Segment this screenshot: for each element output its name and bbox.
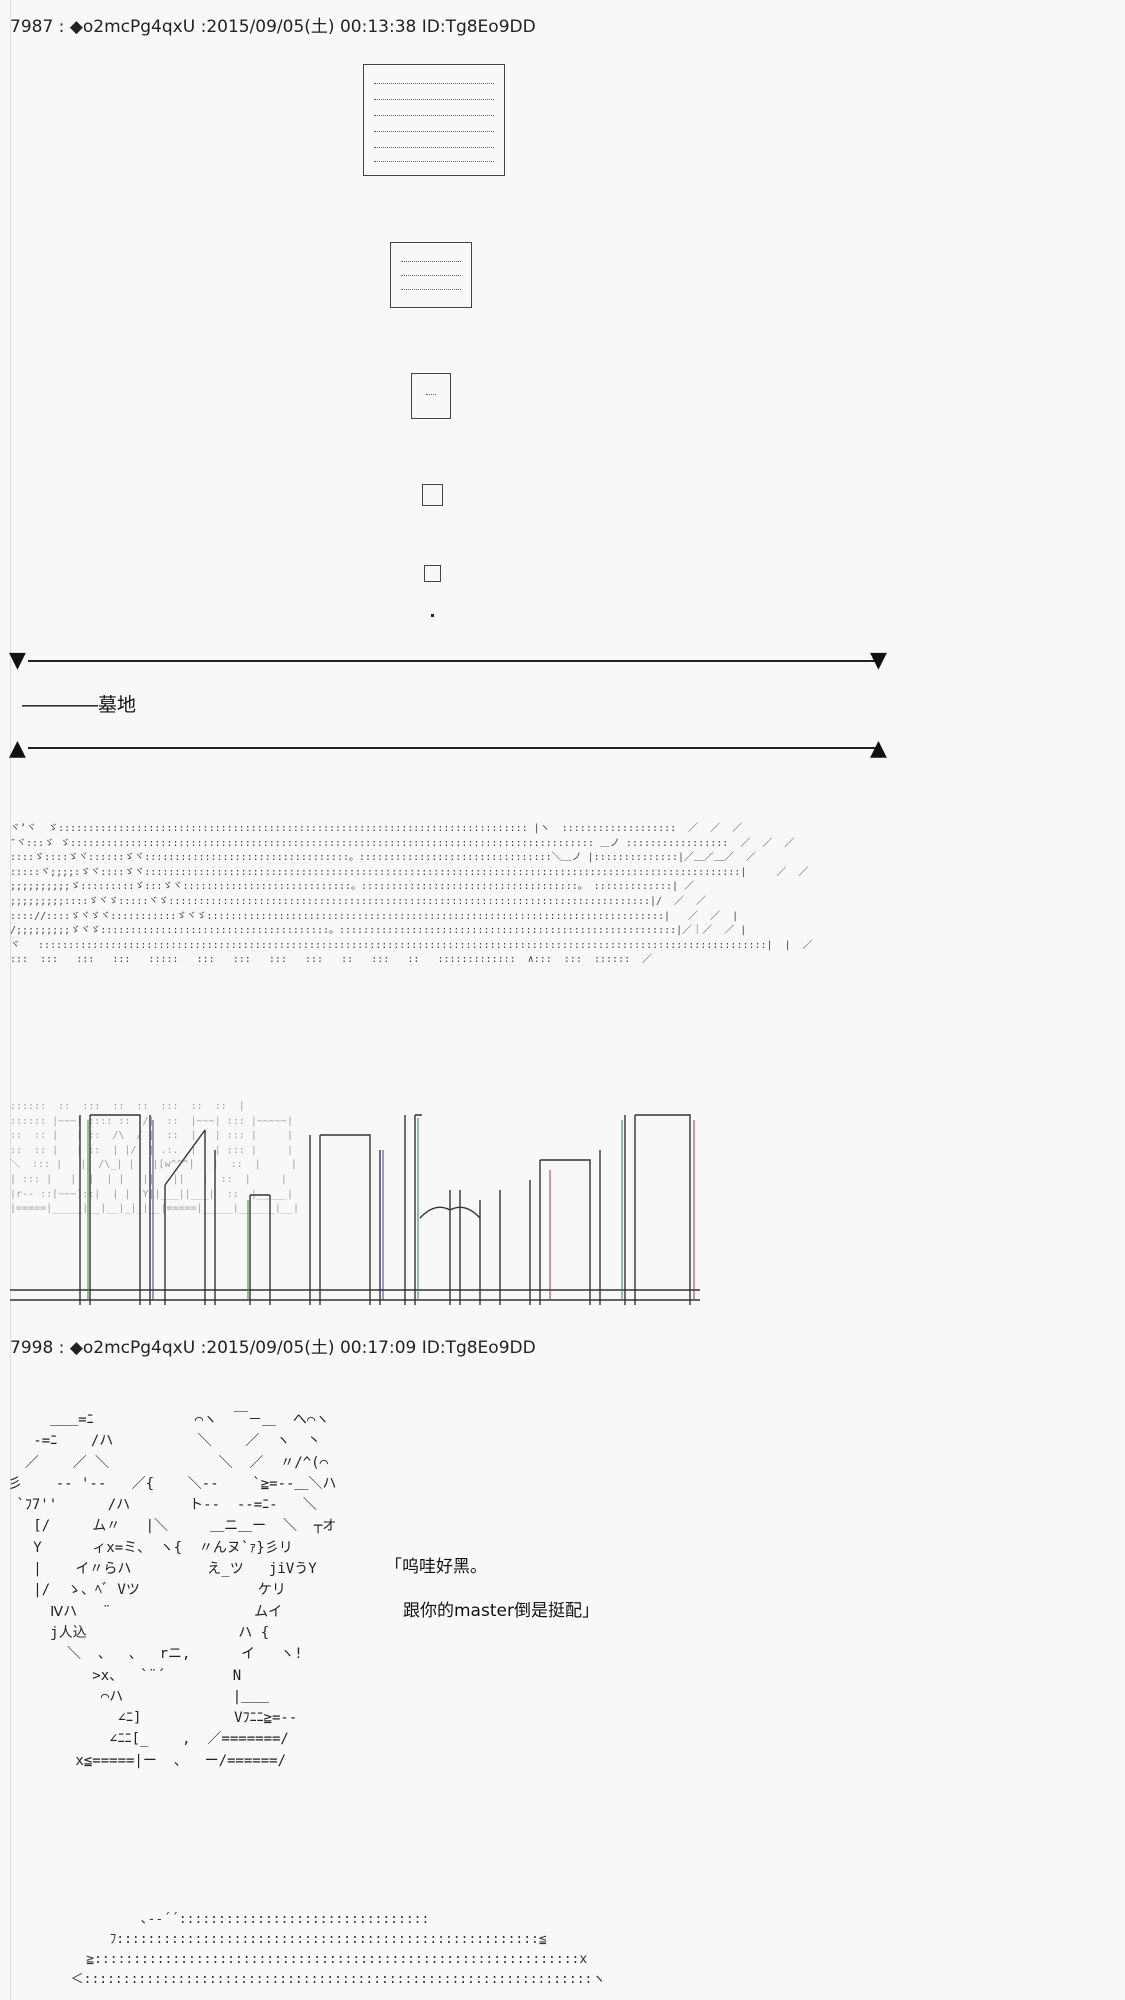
lower-ascii-art: ､‐‐´´:::::::::::::::::::::::::::::::: ﾌ:… <box>70 1912 606 1987</box>
separator: : <box>53 17 70 37</box>
dialogue-line-1: 「呜哇好黑。 <box>385 1557 487 1577</box>
city-skyline-art <box>10 1114 700 1305</box>
post-number: 7998 <box>10 1338 54 1358</box>
down-triangle-right-icon: ▼ <box>870 648 887 673</box>
small-frame-box <box>411 373 451 419</box>
dialogue-line-2: 跟你的master倒是挺配」 <box>403 1601 599 1621</box>
medium-frame-box <box>390 242 472 308</box>
poster-id[interactable]: ID:Tg8Eo9DD <box>421 1338 536 1358</box>
divider-bottom-line <box>28 747 876 749</box>
post-number: 7987 <box>10 17 54 37</box>
up-triangle-left-icon: ▲ <box>9 736 26 761</box>
post-date: 2015/09/05(土) <box>206 17 335 37</box>
large-frame-box <box>363 64 505 176</box>
post-date: 2015/09/05(土) <box>206 1338 335 1358</box>
post-header: 7998 : ◆o2mcPg4qxU :2015/09/05(土) 00:17:… <box>10 1338 536 1358</box>
post-time: 00:13:38 <box>339 17 417 37</box>
scene-title: ――――墓地 <box>22 694 137 716</box>
night-sky-art: ヾ’ヾ ゞ:::::::::::::::::::::::::::::::::::… <box>10 823 813 966</box>
post-header: 7987 : ◆o2mcPg4qxU :2015/09/05(土) 00:13:… <box>10 17 536 37</box>
tiniest-frame-box <box>424 565 441 582</box>
building-texture-art: :::::: :: ::: :: :: ::: :: :: | :::::: |… <box>10 1101 299 1215</box>
separator: : <box>53 1338 70 1358</box>
down-triangle-left-icon: ▼ <box>9 648 26 673</box>
character-ascii-art: ＿＿=ﾆ ⌒ヽ ￣－＿ へ⌒ヽ -=ﾆ /ハ ＼ ／ ヽ 丶 ／ ／ ＼ ＼ ／… <box>8 1412 337 1769</box>
post-time: 00:17:09 <box>339 1338 417 1358</box>
left-margin-line <box>10 0 11 2000</box>
poster-name[interactable]: ◆o2mcPg4qxU <box>69 17 196 37</box>
poster-name[interactable]: ◆o2mcPg4qxU <box>69 1338 196 1358</box>
up-triangle-right-icon: ▲ <box>870 736 887 761</box>
poster-id[interactable]: ID:Tg8Eo9DD <box>421 17 536 37</box>
divider-top-line <box>28 660 876 662</box>
tiny-frame-box <box>422 484 443 506</box>
center-dot <box>431 614 434 617</box>
